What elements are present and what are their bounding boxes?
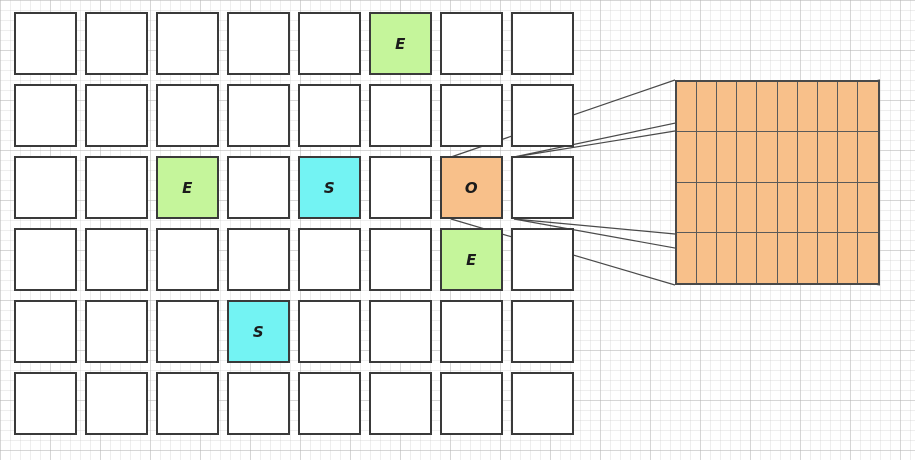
grid-cell-empty-r1c0[interactable] (14, 84, 77, 147)
grid-cell-empty-r1c4[interactable] (298, 84, 361, 147)
grid-cell-empty-r0c7[interactable] (511, 12, 574, 75)
magnified-subcell-r2c0 (677, 182, 698, 233)
grid-cell-e-r3c6[interactable]: E (440, 228, 503, 291)
grid-cell-empty-r0c4[interactable] (298, 12, 361, 75)
grid-cell-empty-r4c5[interactable] (369, 300, 432, 363)
grid-cell-empty-r3c4[interactable] (298, 228, 361, 291)
grid-cell-empty-r4c2[interactable] (156, 300, 219, 363)
magnified-subcell-r1c5 (777, 132, 798, 183)
grid-cell-empty-r3c1[interactable] (85, 228, 148, 291)
grid-cell-empty-r0c1[interactable] (85, 12, 148, 75)
magnified-subcell-r1c9 (857, 132, 878, 183)
magnified-subcell-r0c1 (697, 82, 718, 133)
magnified-subcell-r3c4 (757, 232, 778, 283)
magnified-subcell-r1c0 (677, 132, 698, 183)
grid-cell-empty-r5c6[interactable] (440, 372, 503, 435)
grid-cell-empty-r5c4[interactable] (298, 372, 361, 435)
grid-cell-e-r2c2[interactable]: E (156, 156, 219, 219)
grid-cell-empty-r1c6[interactable] (440, 84, 503, 147)
magnified-subcell-r1c6 (797, 132, 818, 183)
grid-cell-empty-r3c7[interactable] (511, 228, 574, 291)
grid-cell-empty-r5c0[interactable] (14, 372, 77, 435)
magnified-subcell-r3c7 (818, 232, 838, 283)
grid-cell-empty-r3c0[interactable] (14, 228, 77, 291)
magnified-subcell-r3c3 (737, 232, 758, 283)
magnified-subcell-r1c8 (837, 132, 858, 183)
grid-cell-empty-r3c5[interactable] (369, 228, 432, 291)
grid-cell-empty-r2c5[interactable] (369, 156, 432, 219)
magnified-subcell-r2c3 (737, 182, 758, 233)
grid-cell-s-r4c3[interactable]: S (227, 300, 290, 363)
magnified-subcell-r3c9 (858, 233, 878, 283)
magnified-subcell-r0c4 (757, 82, 778, 133)
magnified-cell-panel (675, 80, 880, 285)
magnified-subcell-r0c5 (777, 82, 798, 133)
magnified-subcell-r1c7 (817, 132, 838, 183)
magnified-subcell-r1c4 (757, 132, 778, 183)
magnified-subcell-r0c3 (737, 82, 758, 133)
magnified-subcell-r3c1 (697, 232, 718, 283)
magnified-subcell-r0c2 (717, 82, 738, 133)
magnified-subcell-r2c4 (757, 182, 778, 233)
grid-cell-empty-r2c3[interactable] (227, 156, 290, 219)
grid-cell-empty-r4c0[interactable] (14, 300, 77, 363)
magnified-subcell-r0c0 (677, 82, 698, 133)
grid-cell-empty-r2c1[interactable] (85, 156, 148, 219)
magnified-subcell-r2c5 (777, 182, 798, 233)
grid-cell-empty-r5c3[interactable] (227, 372, 290, 435)
grid-cell-empty-r2c0[interactable] (14, 156, 77, 219)
grid-cell-empty-r0c2[interactable] (156, 12, 219, 75)
grid-cell-empty-r1c2[interactable] (156, 84, 219, 147)
grid-cell-empty-r4c6[interactable] (440, 300, 503, 363)
magnified-subcell-r3c8 (838, 232, 858, 283)
grid-cell-empty-r0c0[interactable] (14, 12, 77, 75)
magnified-subcell-r3c0 (677, 232, 698, 283)
magnified-subcell-r2c8 (837, 182, 858, 233)
magnified-subcell-r2c2 (717, 182, 738, 233)
magnified-subcell-r3c5 (778, 232, 798, 283)
grid-cell-empty-r5c7[interactable] (511, 372, 574, 435)
magnified-subcell-r1c2 (717, 132, 738, 183)
magnified-subcell-r3c6 (798, 232, 818, 283)
grid-cell-empty-r1c5[interactable] (369, 84, 432, 147)
magnified-subcell-r0c7 (817, 82, 838, 133)
grid-cell-empty-r5c1[interactable] (85, 372, 148, 435)
grid-cell-e-r0c5[interactable]: E (369, 12, 432, 75)
magnified-subcell-r2c7 (817, 182, 838, 233)
magnified-subcell-r2c1 (697, 182, 718, 233)
grid-cell-s-r2c4[interactable]: S (298, 156, 361, 219)
magnified-subcell-r0c9 (857, 82, 878, 133)
magnified-subcell-r2c6 (797, 182, 818, 233)
grid-cell-empty-r3c2[interactable] (156, 228, 219, 291)
grid-cell-empty-r1c3[interactable] (227, 84, 290, 147)
grid-cell-empty-r1c7[interactable] (511, 84, 574, 147)
grid-cell-o-r2c6[interactable]: O (440, 156, 503, 219)
grid-cell-empty-r4c1[interactable] (85, 300, 148, 363)
magnified-subcell-r1c3 (737, 132, 758, 183)
magnified-subcell-r0c6 (797, 82, 818, 133)
grid-cell-empty-r0c3[interactable] (227, 12, 290, 75)
grid-cell-empty-r5c5[interactable] (369, 372, 432, 435)
grid-cell-empty-r0c6[interactable] (440, 12, 503, 75)
grid-cell-empty-r5c2[interactable] (156, 372, 219, 435)
magnified-subcell-r2c9 (857, 183, 878, 233)
grid-cell-empty-r1c1[interactable] (85, 84, 148, 147)
magnified-subcell-r0c8 (837, 82, 858, 133)
grid-cell-empty-r4c7[interactable] (511, 300, 574, 363)
magnified-subcell-r3c2 (717, 232, 738, 283)
grid-cell-empty-r4c4[interactable] (298, 300, 361, 363)
magnified-subcell-r1c1 (697, 132, 718, 183)
grid-cell-empty-r3c3[interactable] (227, 228, 290, 291)
grid-cell-empty-r2c7[interactable] (511, 156, 574, 219)
